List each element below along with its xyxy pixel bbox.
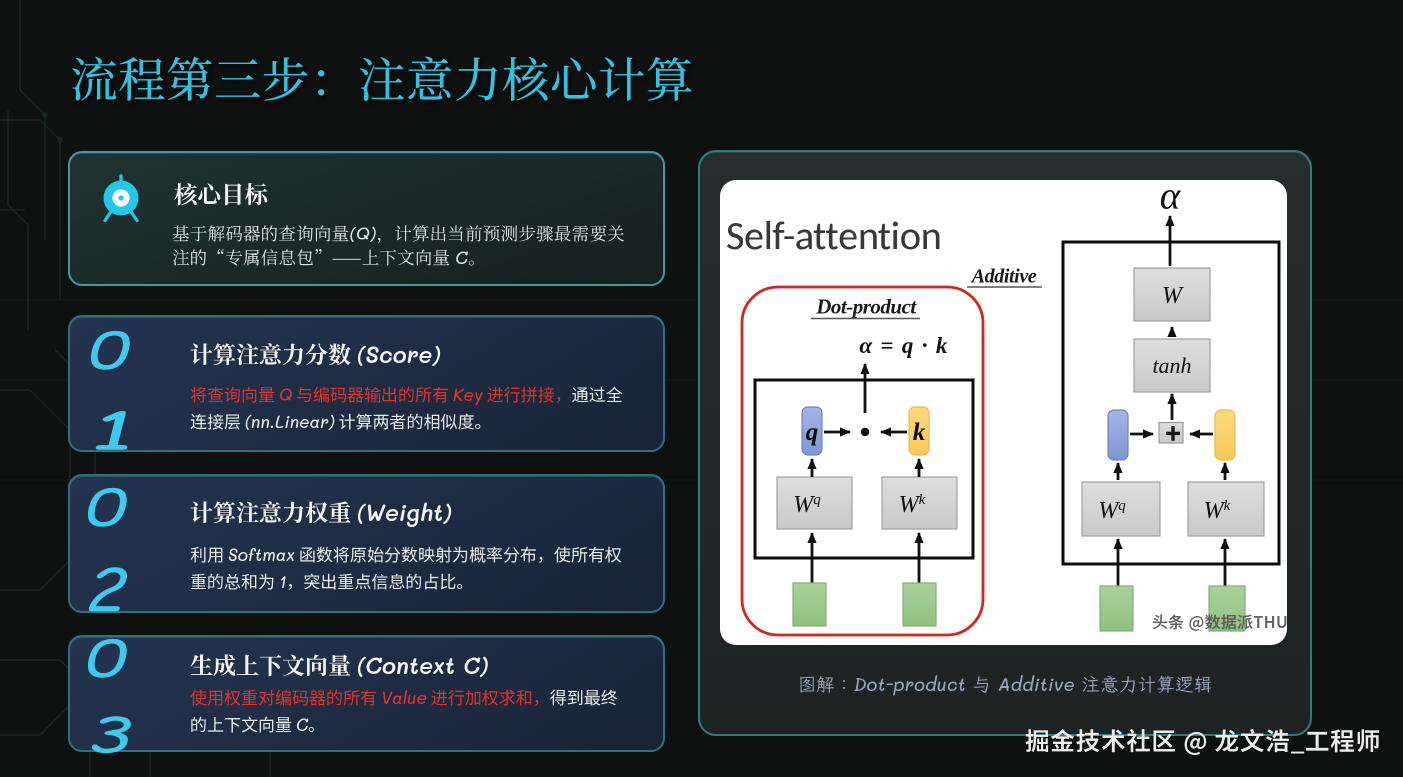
svg-text:k: k <box>913 419 926 446</box>
svg-text:tanh: tanh <box>1152 353 1191 378</box>
svg-text:α: α <box>1160 180 1182 218</box>
svg-text:q: q <box>806 419 819 446</box>
svg-text:头条 @数据派THU: 头条 @数据派THU <box>1152 609 1287 633</box>
svg-text:Additive: Additive <box>970 266 1037 288</box>
svg-text:Dot-product: Dot-product <box>815 295 917 319</box>
svg-text:α = q · k: α = q · k <box>859 333 948 358</box>
svg-text:W: W <box>1162 283 1184 309</box>
svg-text:Self-attention: Self-attention <box>726 210 941 260</box>
